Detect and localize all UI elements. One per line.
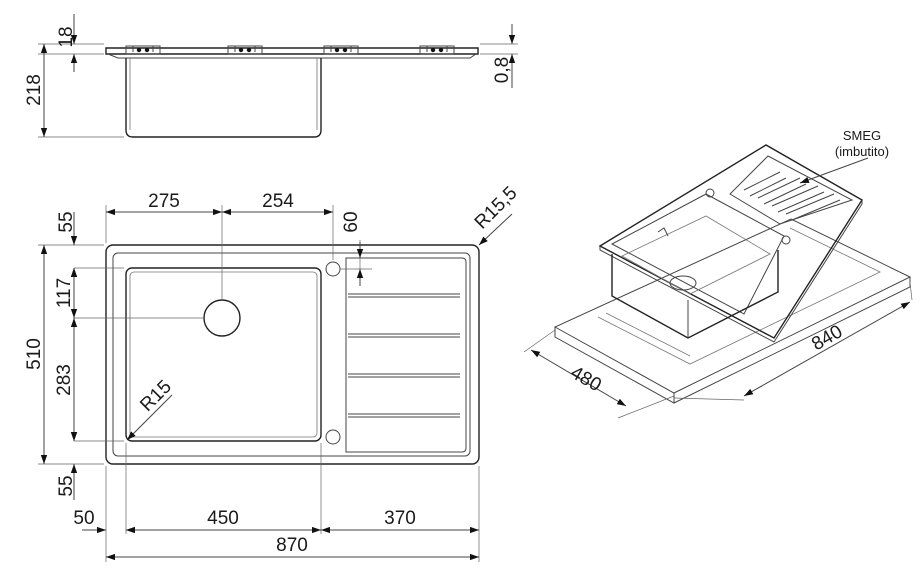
top-view: 275 254 60 R15,5 55 117 283 55 510 R15 (24, 183, 521, 562)
dim-margin-top: 55 (56, 211, 77, 232)
dim-drainer-width: 370 (384, 508, 416, 529)
dim-total-width: 870 (276, 535, 308, 556)
dim-margin-bottom: 55 (56, 475, 77, 496)
dim-drain-to-tap: 254 (262, 191, 294, 212)
dim-total-depth: 510 (24, 338, 45, 370)
dim-bowl-depth: 218 (24, 74, 45, 106)
dim-bowl-width: 450 (207, 508, 239, 529)
dim-cutout-depth: 480 (567, 362, 605, 396)
dim-margin-left: 50 (73, 508, 94, 529)
brand-label: SMEG (843, 128, 881, 143)
dim-tap-offset: 60 (341, 211, 362, 232)
install-type-label: (imbutito) (835, 144, 889, 159)
dim-cutout-width: 840 (808, 321, 846, 355)
isometric-view: SMEG (imbutito) 480 840 (523, 128, 913, 419)
dim-drain-to-bowl-bottom: 283 (54, 364, 75, 396)
dim-bowl-corner-radius: R15 (136, 376, 175, 415)
dim-drain-position: 117 (54, 278, 75, 308)
dim-outer-corner-radius: R15,5 (471, 183, 522, 234)
dim-rim-height: 0,8 (492, 57, 513, 83)
dim-flange-thickness: 18 (56, 26, 77, 47)
dim-rim-to-drain: 275 (148, 191, 180, 212)
side-view: 18 218 0,8 (24, 14, 518, 138)
